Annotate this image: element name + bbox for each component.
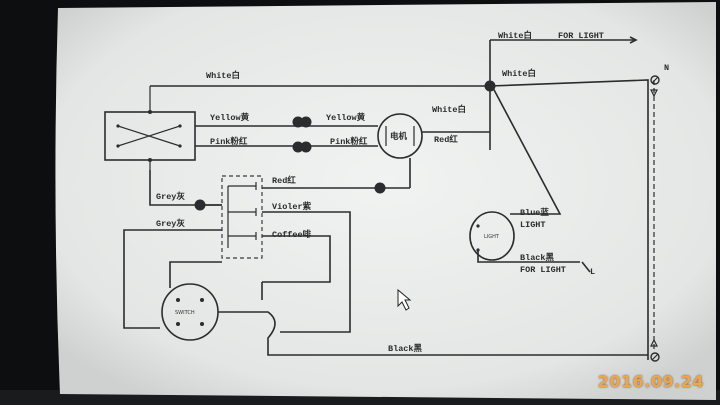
svg-text:SWITCH: SWITCH [175,310,195,316]
label-yellow-right: Yellow黄 [326,112,366,123]
terminal-icon [650,75,660,362]
label-coffee: Coffee啡 [272,229,312,240]
label-n-terminal: N [664,63,669,73]
label-violet: Violer紫 [272,201,312,212]
wiring-diagram [104,36,660,362]
label-red-motor: Red红 [434,134,458,145]
label-yellow-left: Yellow黄 [210,112,250,123]
mouse-cursor-icon [397,288,412,311]
label-white-top: White白 [498,30,532,41]
svg-text:LIGHT: LIGHT [484,234,500,240]
label-for-light-bottom: FOR LIGHT [520,265,566,275]
label-pink-left: Pink粉红 [210,136,248,147]
capacitor-box [221,175,263,259]
motor-circle [377,113,423,159]
label-l-terminal: L [590,267,595,277]
label-light: LIGHT [520,220,546,230]
label-grey-top: Grey灰 [156,191,185,202]
label-for-light-top: FOR LIGHT [558,31,604,41]
label-motor: 电机 [390,131,408,142]
connector-icon [194,80,496,211]
label-grey-bottom: Grey灰 [156,218,185,229]
label-black-bottom: Black黑 [388,343,423,354]
label-white-motor: White白 [432,104,466,115]
screen [55,2,716,400]
switch-icon [116,86,182,170]
label-red-cap: Red红 [272,175,296,186]
photo-timestamp: 2016.09.24 [597,372,704,391]
label-white-left: White白 [206,70,240,81]
label-pink-right: Pink粉红 [330,136,368,147]
label-blue: Blue蓝 [520,207,549,218]
label-white-right: White白 [502,68,536,79]
label-black-light: Black黑 [520,252,555,263]
